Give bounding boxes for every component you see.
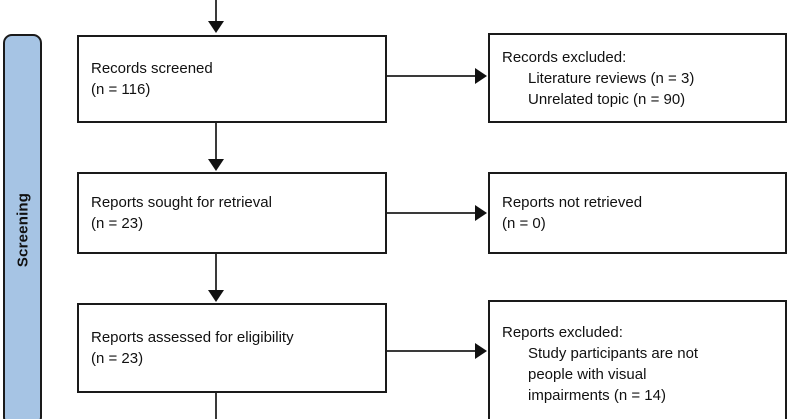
arrowhead-reports-assessed: [208, 290, 224, 302]
box-records-screened: Records screened (n = 116): [77, 35, 387, 123]
reports-excluded-reason-1: Study participants are not: [528, 345, 699, 362]
connector-reports-sought-to-assessed: [215, 254, 217, 292]
box-reports-sought-for-retrieval: Reports sought for retrieval (n = 23): [77, 172, 387, 254]
connector-reports-assessed-downward: [215, 393, 217, 419]
reports-sought-count: (n = 23): [91, 215, 144, 232]
connector-reports-assessed-to-excluded: [387, 350, 477, 352]
box-reports-not-retrieved: Reports not retrieved (n = 0): [488, 172, 787, 254]
arrowhead-reports-sought: [208, 159, 224, 171]
box-reports-excluded: Reports excluded: Study participants are…: [488, 300, 787, 419]
reports-not-retrieved-count: (n = 0): [502, 215, 546, 232]
records-excluded-title: Records excluded:: [502, 48, 627, 66]
reports-excluded-reason-3: impairments (n = 14): [528, 387, 666, 404]
connector-into-records-screened: [215, 0, 217, 22]
box-records-excluded: Records excluded: Literature reviews (n …: [488, 33, 787, 123]
arrowhead-reports-excluded: [475, 343, 487, 359]
box-reports-assessed-for-eligibility: Reports assessed for eligibility (n = 23…: [77, 303, 387, 393]
reports-assessed-title: Reports assessed for eligibility: [91, 329, 294, 346]
stage-label-text: Screening: [14, 192, 31, 268]
reports-excluded-reason-2: people with visual: [528, 366, 647, 383]
records-excluded-reason-2: Unrelated topic (n = 90): [528, 90, 686, 108]
records-screened-title: Records screened: [91, 60, 213, 77]
records-screened-count: (n = 116): [91, 81, 151, 98]
connector-records-screened-to-reports-sought: [215, 123, 217, 161]
arrowhead-records-excluded: [475, 68, 487, 84]
arrowhead-reports-not-retrieved: [475, 205, 487, 221]
arrowhead-into-records-screened: [208, 21, 224, 33]
reports-not-retrieved-title: Reports not retrieved: [502, 194, 643, 211]
connector-reports-sought-to-not-retrieved: [387, 212, 477, 214]
records-excluded-reason-1: Literature reviews (n = 3): [528, 69, 695, 87]
stage-label-screening: Screening: [3, 34, 42, 419]
reports-sought-title: Reports sought for retrieval: [91, 194, 272, 211]
connector-records-screened-to-excluded: [387, 75, 477, 77]
reports-excluded-title: Reports excluded:: [502, 324, 623, 341]
reports-assessed-count: (n = 23): [91, 350, 144, 367]
